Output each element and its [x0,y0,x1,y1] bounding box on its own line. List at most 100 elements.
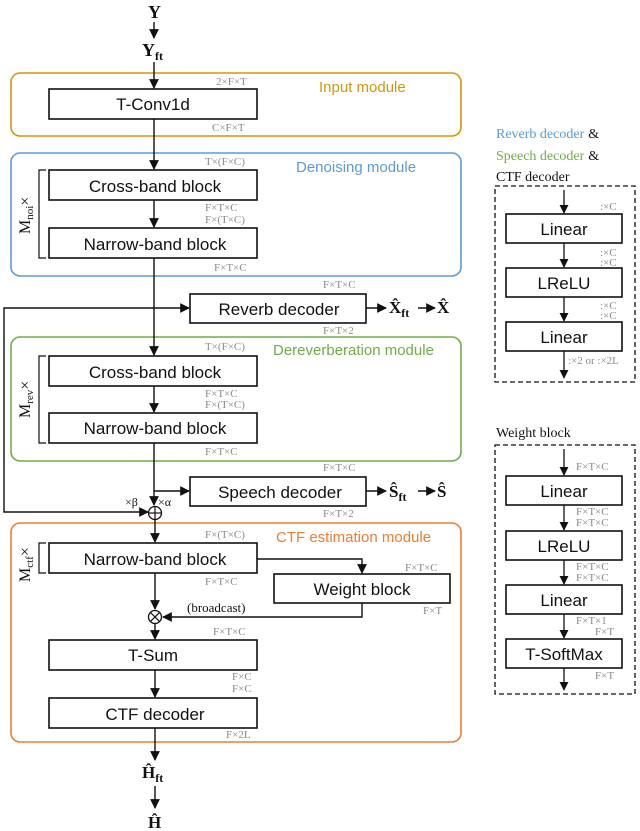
reverb-decoder-block [189,293,367,324]
arrow-weight-multiply [162,603,363,622]
signal-s: Ŝ [437,482,446,501]
repeat-bracket-ctf [38,542,46,574]
signal-h-ft: Ĥft [142,763,163,785]
speech-decoder-block [189,476,367,507]
signal-h: Ĥ [148,813,161,831]
w-softmax-label: T-SoftMax [525,645,603,664]
dim-r5: :×C [600,310,617,322]
tconv-block [48,88,258,120]
dim-w1: F×T×C [576,461,609,473]
side-title-weight: Weight block [496,426,571,441]
dim-r4: :×C [600,300,617,312]
reverb-decoder-label: Reverb decoder [219,300,340,319]
cross-band-block-2 [48,355,258,387]
w-linear-1 [505,475,623,506]
dim-w3: F×T×C [576,517,609,529]
dim-d16: F×T×C [205,576,238,588]
dim-d7: F×T×C [323,279,356,291]
dec-linear-2 [505,321,623,352]
dim-d12: F×T×C [205,446,238,458]
dim-d22: F×2L [226,729,251,741]
alpha-label: ×α [158,495,172,509]
dim-d21: F×C [232,683,252,695]
narrow-band-block-3 [48,542,258,574]
signal-s-ft: Ŝft [389,482,406,504]
dim-w2: F×T×C [576,506,609,518]
dim-d14: F×T×2 [323,508,354,520]
dec-lrelu [505,267,623,298]
side-title-reverb: Reverb decoder& [496,127,599,142]
dec-linear-1 [505,213,623,244]
dereverb-module-frame [10,336,462,462]
w-lrelu [505,530,623,561]
side-title-ctf: CTF decoder [496,170,570,185]
tsum-label: T-Sum [128,646,178,665]
dec-linear-2-label: Linear [540,328,588,347]
dim-d20: F×C [232,671,252,683]
dim-d15: F×(T×C) [205,529,245,541]
ctf-decoder-label: CTF decoder [105,705,205,724]
dim-w6: F×T×1 [576,615,607,627]
dim-d19: F×T×C [213,626,246,638]
skip-connection-line [3,307,154,517]
tsum-block [48,639,258,671]
repeat-bracket-rev [38,355,46,444]
signal-x: X̂ [437,298,450,317]
repeat-label-rev: Mrev× [17,381,36,418]
repeat-bracket-noi [38,169,46,259]
repeat-label-ctf: Mctf× [17,547,36,582]
dim-w4: F×T×C [576,561,609,573]
signal-x-ft: X̂ft [389,298,409,320]
narrow-band-2-label: Narrow-band block [84,419,227,438]
denoising-module-label: Denoising module [296,159,416,176]
dim-d13: F×T×C [323,462,356,474]
dim-r3: :×C [600,257,617,269]
ctf-module-frame [10,522,462,743]
cross-band-2-label: Cross-band block [89,363,222,382]
speech-decoder-label: Speech decoder [218,483,342,502]
dim-w5: F×T×C [576,572,609,584]
dim-r2: :×C [600,247,617,259]
dim-d17: F×T×C [405,562,438,574]
weight-block-inline-label: Weight block [313,580,411,599]
narrow-band-3-label: Narrow-band block [84,550,227,569]
beta-label: ×β [125,495,138,509]
input-module-frame [10,72,462,137]
w-linear-2 [505,584,623,615]
signal-y-ft: Yft [142,40,163,63]
multiply-node-d2 [149,611,161,623]
side-title-speech: Speech decoder& [496,149,599,164]
dim-cft: C×F×T [212,122,245,134]
ctf-decoder-block [48,697,258,729]
tconv-label: T-Conv1d [116,95,190,114]
narrow-band-block-1 [48,227,258,259]
dim-2ft: 2×F×T [216,76,247,88]
dereverb-module-label: Dereverberation module [273,342,434,359]
dim-d11: F×(T×C) [205,399,245,411]
signal-y: Y [148,2,161,22]
dec-linear-1-label: Linear [540,220,588,239]
w-softmax [505,638,623,669]
dim-d3: T×(F×C) [205,156,245,168]
weight-block-inline [273,573,451,604]
denoising-module-frame [10,152,462,277]
dim-d9: T×(F×C) [205,341,245,353]
ctf-module-label: CTF estimation module [276,529,431,546]
w-linear-1-label: Linear [540,482,588,501]
dim-r6: :×2 or :×2L [568,355,619,367]
input-module-label: Input module [319,79,406,96]
dim-w8: F×T [595,670,614,682]
dim-r1: :×C [600,201,617,213]
dec-lrelu-label: LReLU [538,274,591,293]
repeat-label-noi: Mnoi× [17,197,36,234]
dim-d5: F×(T×C) [205,214,245,226]
narrow-band-block-2 [48,412,258,444]
weight-frame [494,444,636,695]
cross-band-1-label: Cross-band block [89,177,222,196]
dim-d10: F×T×C [205,388,238,400]
arrow-to-weight-block [257,558,367,574]
broadcast-label: (broadcast) [187,600,245,615]
dim-d4: F×T×C [205,202,238,214]
dim-d8: F×T×2 [323,325,354,337]
dim-d6: F×T×C [214,262,247,274]
